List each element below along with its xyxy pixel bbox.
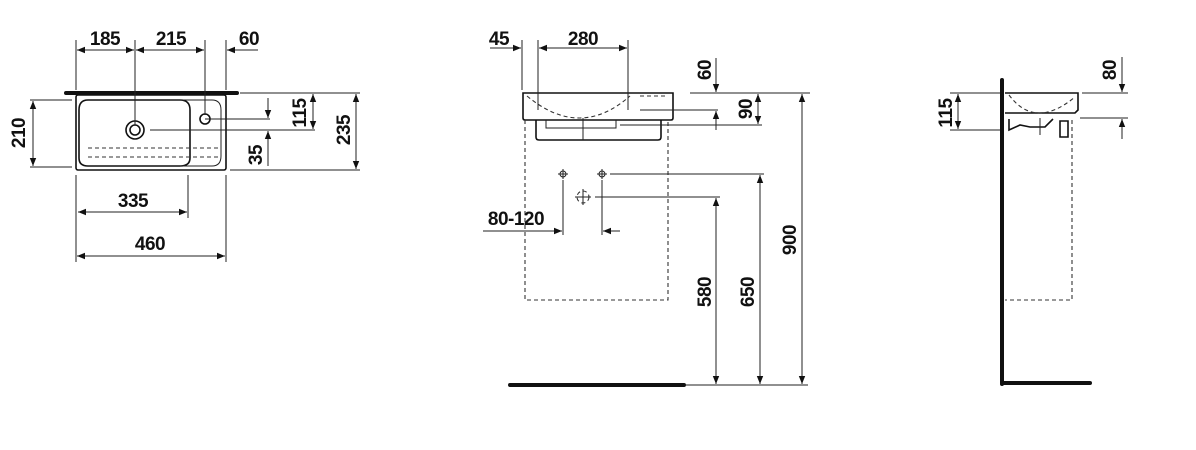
dim-185: 185 (90, 29, 121, 50)
basin-side (1005, 92, 1079, 114)
cabinet-hidden (524, 120, 669, 301)
towel-bar-hidden (88, 147, 218, 158)
dim-60-front: 60 (695, 60, 716, 80)
dim-900: 900 (780, 225, 801, 255)
dim-650: 650 (738, 277, 759, 307)
basin-outline (75, 94, 227, 171)
dim-45: 45 (489, 29, 510, 50)
top-view: 185 215 60 210 115 35 235 335 460 (9, 29, 360, 262)
towel-bar (535, 120, 662, 141)
dim-35: 35 (246, 144, 267, 165)
dim-90: 90 (736, 99, 757, 119)
dim-335: 335 (118, 191, 149, 212)
deck-outline (170, 99, 222, 167)
dim-580: 580 (695, 277, 716, 307)
front-view: 45 280 60 90 80-120 580 650 900 (483, 29, 810, 387)
dim-115-side: 115 (936, 97, 957, 127)
dim-80-120: 80-120 (488, 209, 544, 230)
dim-235: 235 (334, 114, 355, 145)
dim-460: 460 (135, 234, 165, 255)
basin-front (522, 92, 674, 121)
dim-280: 280 (568, 29, 598, 50)
dim-210: 210 (9, 118, 30, 148)
dim-80: 80 (1100, 60, 1121, 80)
dim-215: 215 (156, 29, 187, 50)
connection-points (558, 169, 607, 205)
side-view: 115 80 (936, 57, 1128, 386)
dim-115: 115 (290, 97, 311, 127)
dim-60: 60 (239, 29, 259, 50)
